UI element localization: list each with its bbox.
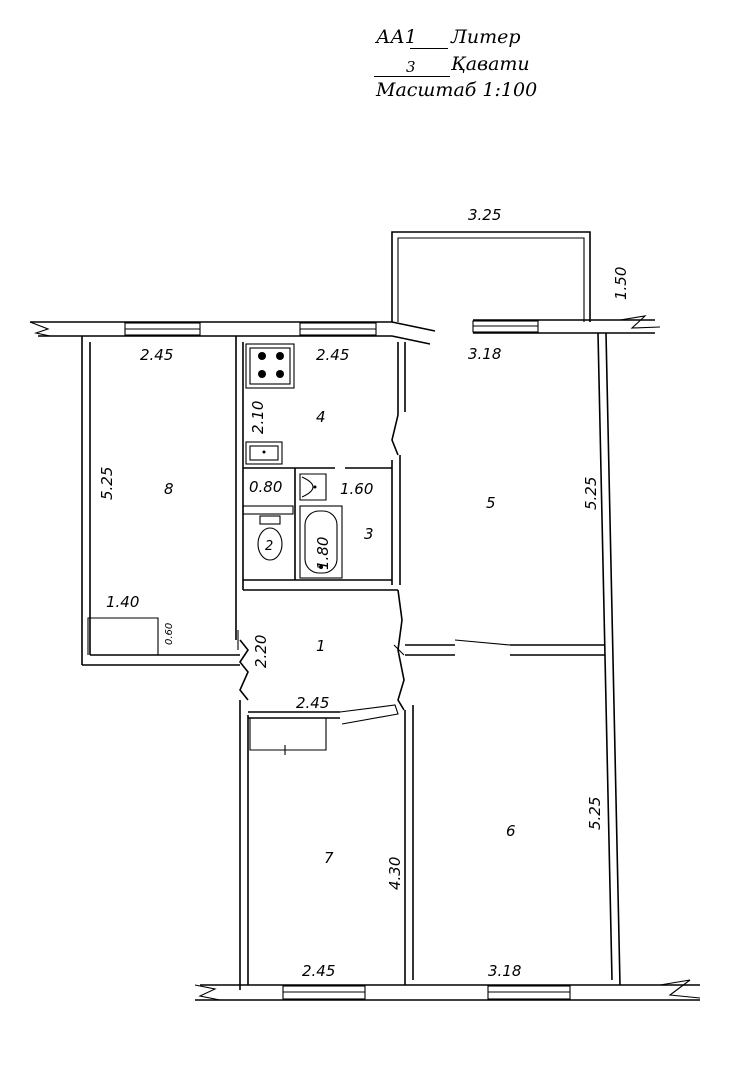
toilet-icon xyxy=(257,515,283,561)
room-8-walls xyxy=(81,336,240,666)
dim-label: 0.60 xyxy=(164,623,175,645)
balcony xyxy=(391,231,591,322)
dim-label: 2.45 xyxy=(296,694,329,712)
dim-label: 0.80 xyxy=(249,478,282,496)
dim-label: 1.40 xyxy=(106,593,139,611)
room-label: 2 xyxy=(265,539,273,554)
bathtub-icon xyxy=(299,505,343,579)
dim-label: 4.30 xyxy=(386,857,404,890)
dim-label: 2.20 xyxy=(252,635,270,668)
dim-label: 5.25 xyxy=(582,477,600,510)
dim-label: 3.18 xyxy=(488,962,521,980)
dim-label: 2.45 xyxy=(316,346,349,364)
closet xyxy=(87,617,159,655)
room-label: 6 xyxy=(506,822,516,840)
floor-number: 3 xyxy=(406,58,416,76)
liter-label: Литер xyxy=(451,26,521,48)
dim-label: 2.45 xyxy=(140,346,173,364)
liter-code: АА1 xyxy=(376,26,417,48)
dim-label: 5.25 xyxy=(586,797,604,830)
washbasin-icon xyxy=(299,473,327,501)
dim-label: 1.60 xyxy=(340,480,373,498)
room-label: 3 xyxy=(364,525,374,543)
top-exterior-wall xyxy=(29,315,661,345)
dim-label: 2.10 xyxy=(249,401,267,434)
floor-underline xyxy=(374,76,450,77)
scale-label: Масштаб 1:100 xyxy=(376,79,538,101)
bottom-exterior-wall xyxy=(194,979,701,1001)
sink-icon xyxy=(245,441,283,465)
floor-label: Қавати xyxy=(451,53,530,75)
dim-label: 1.80 xyxy=(314,537,332,570)
room-label: 8 xyxy=(164,480,174,498)
dim-label: 5.25 xyxy=(98,467,116,500)
dim-label: 3.18 xyxy=(468,345,501,363)
dim-label: 3.25 xyxy=(468,206,501,224)
liter-underline xyxy=(410,48,448,49)
door-hall-room6 xyxy=(393,644,405,656)
partitions xyxy=(235,332,621,990)
stove-icon xyxy=(245,343,295,389)
closet-room7 xyxy=(249,718,327,751)
room-label: 5 xyxy=(486,494,496,512)
room-label: 1 xyxy=(316,637,326,655)
dim-label: 1.50 xyxy=(612,267,630,300)
dim-label: 2.45 xyxy=(302,962,335,980)
room-label: 7 xyxy=(324,849,334,867)
room-label: 4 xyxy=(316,408,326,426)
